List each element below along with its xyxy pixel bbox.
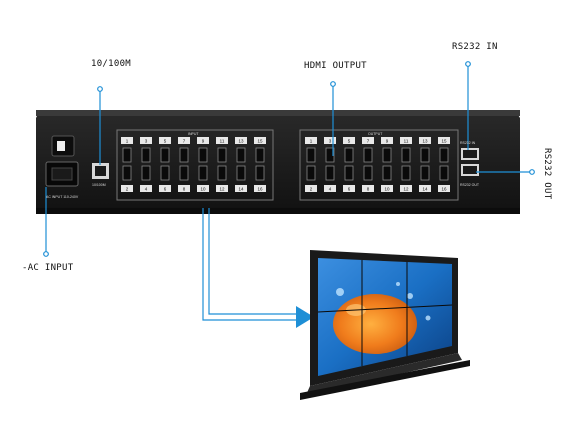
signal-arrow-line-2 [208,208,296,315]
output-hdmi-port-15 [439,147,449,163]
output-hdmi-port-5 [344,147,354,163]
output-panel-header: OUTPUT [368,132,383,136]
input-port-number-6: 6 [164,187,167,192]
input-hdmi-port-12 [217,165,227,181]
input-port-number-1: 1 [126,139,129,144]
output-hdmi-port-2 [306,165,316,181]
input-hdmi-port-11 [217,147,227,163]
input-hdmi-port-4 [141,165,151,181]
matrix-chassis [36,110,520,214]
output-port-number-3: 3 [329,139,332,144]
input-port-number-11: 11 [220,139,225,144]
input-port-number-7: 7 [183,139,186,144]
output-hdmi-port-10 [382,165,392,181]
output-port-number-1: 1 [310,139,313,144]
output-hdmi-port-8 [363,165,373,181]
output-port-number-11: 11 [404,139,409,144]
callout-lines [45,64,532,321]
input-port-number-14: 14 [238,187,244,192]
output-hdmi-port-3 [325,147,335,163]
output-hdmi-port-16 [439,165,449,181]
output-hdmi-port-6 [344,165,354,181]
output-port-number-2: 2 [310,187,313,192]
input-hdmi-port-5 [160,147,170,163]
signal-arrow-line-1 [202,208,296,321]
input-port-number-15: 15 [257,139,263,144]
callout-endpoints [43,61,535,257]
output-port-number-8: 8 [367,187,370,192]
input-port-number-13: 13 [238,139,244,144]
input-hdmi-port-6 [160,165,170,181]
input-hdmi-port-10 [198,165,208,181]
output-port-number-4: 4 [329,187,332,192]
output-port-number-7: 7 [367,139,370,144]
input-hdmi-port-13 [236,147,246,163]
input-port-number-8: 8 [183,187,186,192]
lan-port [92,163,109,179]
output-hdmi-port-11 [401,147,411,163]
input-hdmi-port-14 [236,165,246,181]
output-port-number-12: 12 [403,187,409,192]
output-hdmi-port-9 [382,147,392,163]
signal-arrow-head [296,306,314,328]
output-port-number-10: 10 [384,187,390,192]
input-hdmi-port-3 [141,147,151,163]
hdmi-output-callout-label: HDMI OUTPUT [304,61,367,71]
input-port-number-2: 2 [126,187,129,192]
ac-input-caption: AC INPUT 110-240V [46,195,79,199]
output-hdmi-port-4 [325,165,335,181]
rs232-in-caption: RS232 IN [460,141,476,145]
output-hdmi-port-7 [363,147,373,163]
input-port-number-10: 10 [200,187,206,192]
output-port-number-13: 13 [422,139,428,144]
input-hdmi-port-8 [179,165,189,181]
input-panel-header: INPUT [188,132,199,136]
input-hdmi-port-16 [255,165,265,181]
output-port-number-14: 14 [422,187,428,192]
rs232-out-callout-label: RS232 OUT [542,148,552,200]
rs232-in-callout-label: RS232 IN [452,42,498,52]
output-hdmi-port-13 [420,147,430,163]
output-port-number-16: 16 [441,187,447,192]
output-hdmi-port-14 [420,165,430,181]
input-port-number-5: 5 [164,139,167,144]
output-port-number-15: 15 [441,139,447,144]
ac-power-socket [45,135,79,187]
input-hdmi-port-7 [179,147,189,163]
lan-callout-label: 10/100M [91,59,132,69]
input-hdmi-port-2 [122,165,132,181]
input-port-number-4: 4 [145,187,148,192]
input-hdmi-port-15 [255,147,265,163]
output-port-number-5: 5 [348,139,351,144]
rs232-ports [461,148,479,176]
output-port-number-6: 6 [348,187,351,192]
rs232-out-caption: RS232 OUT [460,183,480,187]
input-port-number-12: 12 [219,187,225,192]
output-port-number-9: 9 [386,139,389,144]
ac-input-callout-label: -AC INPUT [22,263,74,273]
input-port-number-16: 16 [257,187,263,192]
input-port-number-9: 9 [202,139,205,144]
input-port-number-3: 3 [145,139,148,144]
lan-port-caption: 10/100M [92,183,106,187]
input-hdmi-port-9 [198,147,208,163]
input-hdmi-port-1 [122,147,132,163]
output-hdmi-port-1 [306,147,316,163]
output-hdmi-port-12 [401,165,411,181]
video-wall-display [300,250,470,400]
